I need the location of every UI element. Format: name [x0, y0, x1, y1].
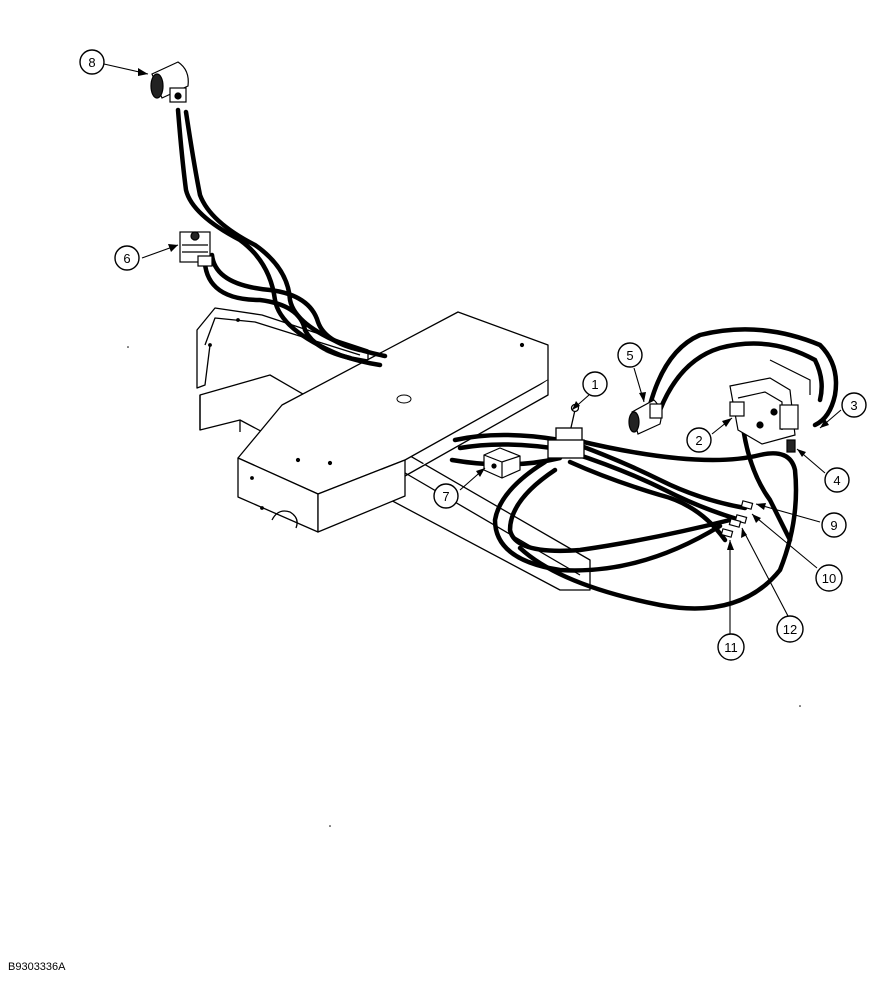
- callout-label-12: 12: [783, 622, 797, 637]
- hose-ends: [720, 500, 754, 538]
- callout-label-8: 8: [88, 55, 95, 70]
- component-6-valve: [179, 231, 213, 267]
- callout-label-9: 9: [830, 518, 837, 533]
- component-8-motor: [150, 61, 189, 103]
- hydraulic-hoses: [175, 107, 839, 611]
- callout-8: 8: [79, 49, 105, 75]
- callout-label-6: 6: [123, 251, 130, 266]
- callout-label-4: 4: [833, 473, 840, 488]
- callout-label-3: 3: [850, 398, 857, 413]
- component-7-block: [483, 447, 521, 479]
- component-control-valve: [729, 359, 811, 453]
- chassis-frame: [196, 307, 591, 591]
- component-1-lever: [547, 403, 585, 459]
- callout-11: 11: [717, 633, 745, 661]
- component-5-motor: [628, 399, 663, 435]
- callout-label-10: 10: [822, 571, 836, 586]
- callout-label-5: 5: [626, 348, 633, 363]
- callout-label-2: 2: [695, 433, 702, 448]
- leader-arrowheads: [138, 68, 829, 550]
- callout-9: 9: [821, 512, 847, 538]
- callout-7: 7: [433, 483, 459, 509]
- callout-12: 12: [776, 615, 804, 643]
- callout-10: 10: [815, 564, 843, 592]
- callout-4: 4: [824, 467, 850, 493]
- callout-2: 2: [686, 427, 712, 453]
- figure-id: B9303336A: [8, 961, 66, 973]
- callout-label-11: 11: [724, 640, 738, 655]
- callout-3: 3: [841, 392, 867, 418]
- callout-1: 1: [582, 371, 608, 397]
- callout-5: 5: [617, 342, 643, 368]
- callout-label-1: 1: [591, 377, 598, 392]
- plate-holes: [208, 318, 525, 510]
- callout-6: 6: [114, 245, 140, 271]
- stray-dots: [127, 346, 801, 827]
- callout-label-7: 7: [442, 489, 449, 504]
